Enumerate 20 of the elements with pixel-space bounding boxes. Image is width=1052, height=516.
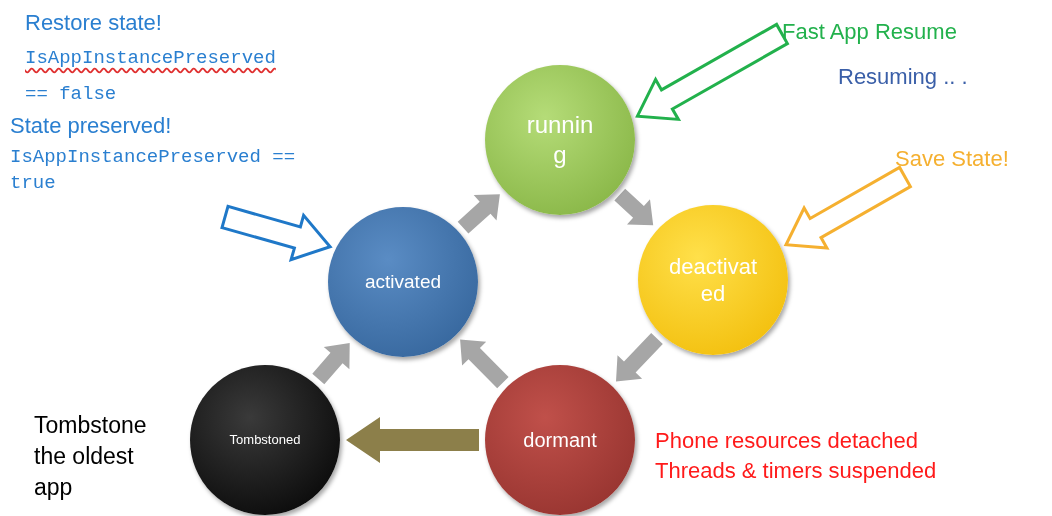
block-arrow (783, 165, 913, 250)
note-text: Restore state! (25, 9, 162, 37)
note-text: Fast App Resume (782, 18, 958, 46)
block-arrow (635, 22, 790, 122)
block-arrow (346, 417, 479, 463)
block-arrow (457, 194, 500, 234)
note-text: Threads & timers suspended (655, 457, 937, 485)
code-text: IsAppInstancePreserved == true (10, 144, 297, 196)
block-arrow (616, 333, 663, 382)
code-text: == false (25, 82, 117, 107)
note-text: Resuming .. . (838, 63, 968, 91)
block-arrow (220, 204, 333, 262)
note-text: Tombstone the oldest app (34, 411, 148, 502)
note-text: Phone resources detached (655, 427, 918, 455)
block-arrow (614, 188, 654, 226)
note-text: Save State! (895, 145, 1010, 173)
code-text: IsAppInstancePreserved (25, 46, 276, 71)
block-arrow (312, 343, 350, 385)
block-arrow (460, 339, 509, 389)
note-text: State preserved! (10, 112, 173, 140)
